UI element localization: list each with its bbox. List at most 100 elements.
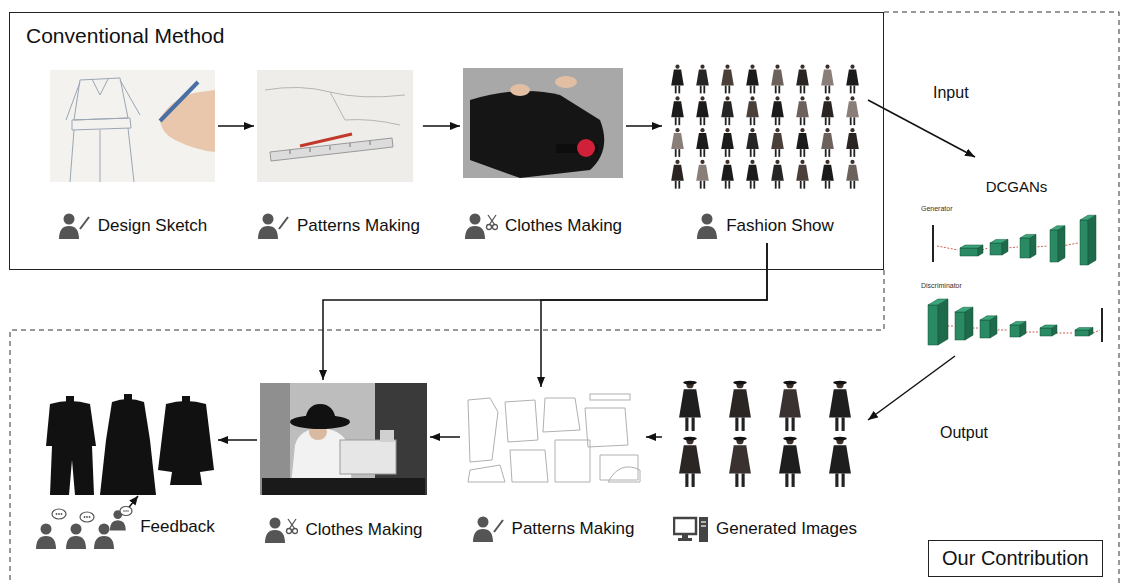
illustration-part: [778, 149, 780, 157]
image-area: [463, 390, 643, 482]
illustration-part: [938, 299, 948, 345]
illustration-part: [260, 383, 427, 495]
node-label: Patterns Making: [297, 216, 420, 236]
step-caption: Feedback: [35, 505, 215, 549]
illustration-part: [510, 450, 548, 482]
illustration-part: [796, 165, 809, 181]
illustration-part: [696, 69, 709, 85]
illustration-part: [671, 101, 684, 117]
illustration-part: [821, 165, 834, 181]
illustration-part: [468, 398, 498, 462]
illustration-part: [701, 525, 706, 526]
illustration-part: [696, 165, 709, 181]
role-icon: [472, 515, 505, 543]
illustration-part: [1058, 226, 1065, 262]
illustration-part: [853, 149, 855, 157]
illustration-part: [56, 513, 58, 515]
illustration-part: [775, 96, 779, 100]
method-frame: Conventional MethodDesign SketchPatterns…: [9, 12, 884, 270]
illustration-part: [99, 524, 110, 535]
step-caption: Generated Images: [673, 515, 857, 543]
illustration-part: [61, 513, 63, 515]
illustration-part: [725, 181, 727, 189]
illustration-part: [828, 149, 830, 157]
illustration-part: [63, 214, 74, 225]
illustration-part: [846, 165, 859, 181]
illustration-part: [1075, 330, 1089, 336]
illustration-part: [58, 513, 60, 515]
illustration-part: [703, 149, 705, 157]
flow-arrow: [868, 356, 955, 420]
illustration-part: [674, 518, 696, 534]
illustration-part: [746, 101, 759, 117]
illustration-part: [825, 149, 827, 157]
illustration-part: [465, 226, 485, 239]
illustration-part: [700, 86, 702, 94]
fashion-show-photos: [671, 65, 859, 189]
flow-arrow: [868, 100, 975, 157]
illustration-part: [775, 181, 777, 189]
flow-arrow: [646, 436, 662, 438]
step-node: Fashion Show: [665, 63, 865, 240]
illustration-part: [728, 149, 730, 157]
image-area: [915, 195, 1118, 353]
illustration-part: [779, 389, 801, 417]
illustration-part: [700, 65, 704, 69]
role-icon: [464, 212, 498, 240]
role-icon: [696, 212, 719, 240]
node-label: Patterns Making: [512, 519, 635, 539]
illustration-part: [86, 516, 88, 518]
illustration-part: [696, 101, 709, 117]
illustration-part: [850, 149, 852, 157]
illustration-part: [825, 117, 827, 125]
illustration-part: [675, 96, 679, 100]
illustration-part: [1030, 234, 1036, 258]
role-icon: [673, 515, 709, 543]
illustration-part: [120, 507, 132, 516]
node-label: Fashion Show: [726, 216, 834, 236]
illustration-part: [1020, 321, 1026, 337]
illustration-part: [50, 446, 94, 495]
illustration-part: [543, 398, 580, 432]
illustration-part: [750, 181, 752, 189]
illustration-part: [608, 467, 640, 482]
illustration-part: [678, 149, 680, 157]
illustration-part: [775, 149, 777, 157]
illustration-part: [505, 400, 538, 442]
illustration-part: [825, 65, 829, 69]
illustration-part: [785, 417, 788, 431]
illustration-part: [796, 69, 809, 85]
illustration-part: [853, 181, 855, 189]
illustration-part: [701, 521, 706, 522]
illustration-part: [725, 128, 729, 132]
role-icon: [264, 516, 298, 544]
illustration-part: [783, 381, 797, 385]
illustration-part: [721, 101, 734, 117]
illustration-part: [675, 65, 679, 69]
illustration-part: [703, 117, 705, 125]
flow-arrow: [218, 439, 257, 441]
dcgan-architecture: [928, 215, 1102, 345]
illustration-part: [702, 214, 713, 225]
illustration-part: [955, 312, 965, 340]
illustration-part: [486, 225, 491, 230]
illustration-part: [800, 128, 804, 132]
illustration-part: [125, 510, 127, 512]
illustration-part: [850, 86, 852, 94]
illustration-part: [775, 117, 777, 125]
illustration-part: [127, 510, 129, 512]
illustration-part: [753, 149, 755, 157]
step-node: Clothes Making: [463, 68, 623, 240]
node-label: Generated Images: [716, 519, 857, 539]
illustration-part: [685, 417, 688, 431]
edge-label: Input: [931, 84, 971, 102]
illustration-part: [725, 160, 729, 164]
illustration-part: [828, 181, 830, 189]
illustration-part: [290, 141, 370, 154]
illustration-part: [850, 117, 852, 125]
illustration-part: [697, 226, 717, 239]
image-area: [50, 70, 215, 182]
illustration-part: [721, 165, 734, 181]
illustration-part: [671, 133, 684, 149]
